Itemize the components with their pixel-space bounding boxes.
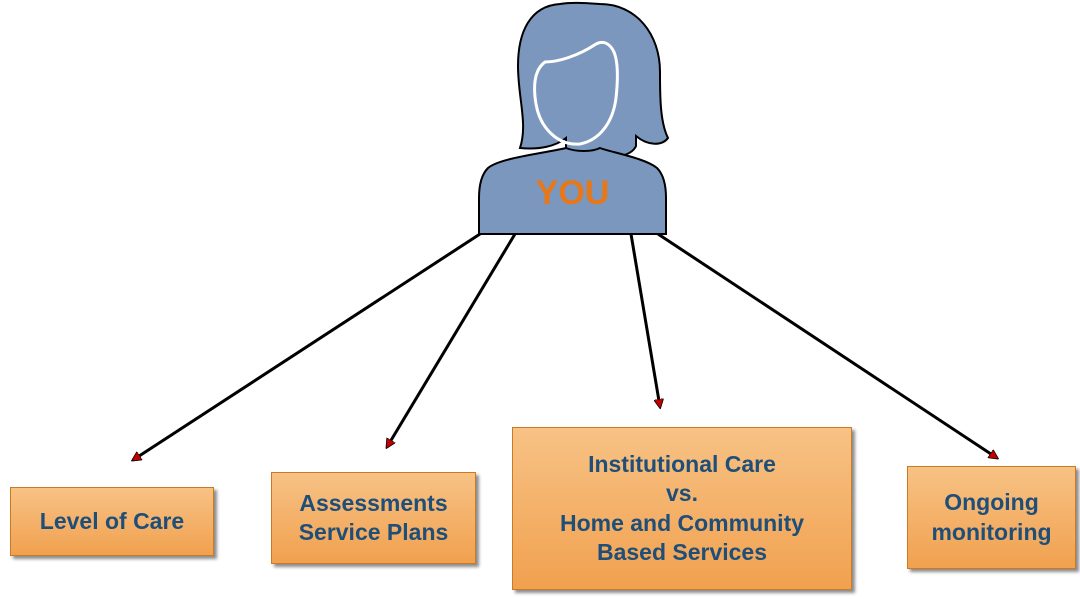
level-of-care-box: Level of Care — [10, 487, 214, 556]
ongoing-line-2: monitoring — [931, 518, 1052, 545]
institutional-line-1: Institutional Care — [588, 451, 776, 478]
assessments-line-2: Service Plans — [298, 519, 449, 545]
arrow-to-ongoing — [657, 232, 997, 458]
person-female-icon — [478, 1, 670, 235]
connector-arrows — [133, 232, 997, 460]
ongoing-line-1: Ongoing — [944, 489, 1039, 516]
institutional-care-box: Institutional Care vs. Home and Communit… — [512, 427, 852, 590]
you-label: YOU — [535, 174, 610, 212]
arrow-to-assessments — [387, 233, 517, 447]
institutional-line-4: Based Services — [596, 538, 768, 565]
arrow-to-institutional — [629, 233, 660, 407]
arrow-to-level-of-care — [133, 232, 481, 460]
assessments-line-1: Assessments — [299, 489, 448, 516]
institutional-line-2: vs. — [666, 480, 698, 507]
institutional-line-3: Home and Community — [559, 509, 805, 536]
assessments-box: Assessments Service Plans — [271, 472, 476, 564]
level-of-care-line-1: Level of Care — [39, 507, 185, 534]
ongoing-monitoring-box: Ongoing monitoring — [907, 466, 1076, 569]
